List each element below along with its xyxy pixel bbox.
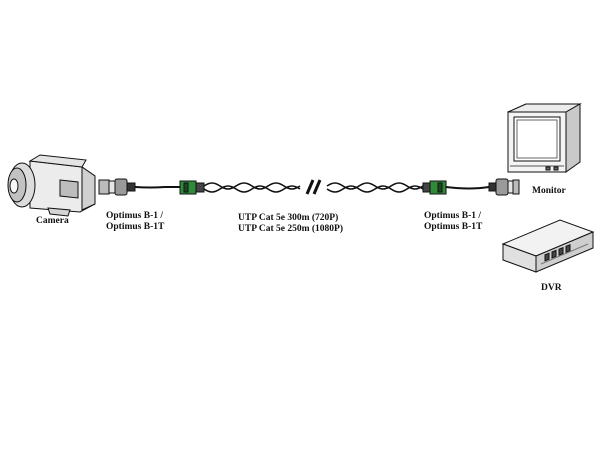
left-bnc-connector <box>98 178 136 196</box>
right-balun-label-line2: Optimus B-1T <box>424 222 483 232</box>
right-balun-label-line1: Optimus B-1 / <box>424 211 482 221</box>
left-balun-label-line2: Optimus B-1T <box>106 222 165 232</box>
camera-label: Camera <box>36 216 69 226</box>
camera-icon <box>7 154 96 217</box>
right-bnc-connector <box>488 178 520 196</box>
monitor-label: Monitor <box>532 186 566 196</box>
dvr-label: DVR <box>541 283 562 293</box>
monitor-icon <box>507 103 582 173</box>
left-balun-icon <box>179 180 205 195</box>
cable-label-line2: UTP Cat 5e 250m (1080P) <box>238 224 344 234</box>
utp-cable-left <box>203 182 301 193</box>
left-balun-label-line1: Optimus B-1 / <box>106 211 164 221</box>
right-balun-icon <box>422 180 447 195</box>
right-coax-cable <box>445 186 490 190</box>
left-coax-cable <box>134 186 180 189</box>
utp-cable-right <box>326 182 424 193</box>
dvr-icon <box>501 219 595 273</box>
cable-label-line1: UTP Cat 5e 300m (720P) <box>238 213 339 223</box>
cable-break-marks <box>305 179 322 195</box>
